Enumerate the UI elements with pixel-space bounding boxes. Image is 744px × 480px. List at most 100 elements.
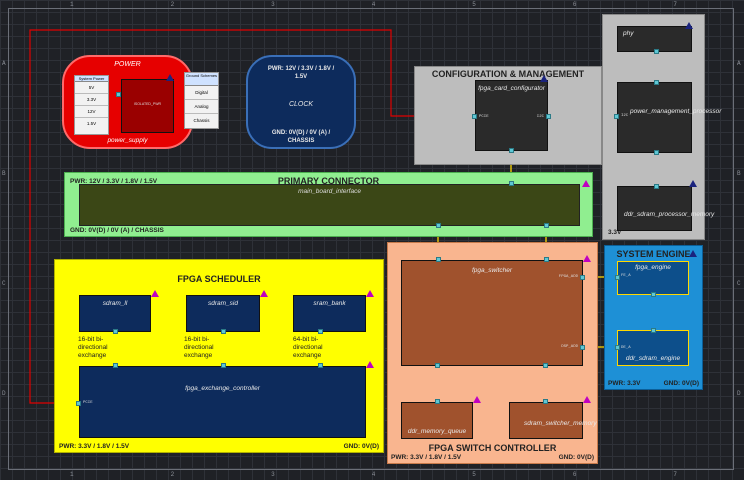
power-marker-icon xyxy=(166,74,174,81)
sram-bank[interactable]: sram_bank xyxy=(293,295,366,332)
port-config-i2c[interactable] xyxy=(546,114,551,119)
fpga-exchange-controller[interactable]: fpga_exchange_controller PCIE xyxy=(79,366,366,438)
sdram-ll-label: sdram_ll xyxy=(102,300,128,307)
engine-pin-b: DE_A xyxy=(621,346,631,350)
ddr-sdram-engine-label: ddr_sdram_engine xyxy=(625,355,681,362)
frame-tick-bottom-4: 4 xyxy=(371,471,376,478)
wire-pcie-loop xyxy=(29,29,470,404)
sram-bank-label: sram_bank xyxy=(313,300,346,307)
ddr-memory-queue-label: ddr_memory_queue xyxy=(407,428,467,435)
frame-tick-left-C: C xyxy=(2,280,6,287)
port-exch-a[interactable] xyxy=(113,363,118,368)
scheduler-pwr: PWR: 3.3V / 1.8V / 1.5V xyxy=(59,443,130,450)
clock-gnd: GND: 0V(D) / 0V (A) / CHASSIS xyxy=(271,130,331,144)
exchange-pin-pcie: PCIE xyxy=(83,401,93,405)
ddr-memory-queue[interactable]: ddr_memory_queue xyxy=(401,402,473,439)
port-exch-pcie[interactable] xyxy=(76,401,81,406)
frame-tick-top-2: 2 xyxy=(170,1,175,8)
port-power-out[interactable] xyxy=(116,92,121,97)
power-management-processor[interactable]: power_management_processor I2C xyxy=(617,82,721,153)
port-sdram-sw-top[interactable] xyxy=(543,399,548,404)
fpga-engine[interactable]: fpga_engine FE_A xyxy=(617,261,689,295)
sdram-sid[interactable]: sdram_sid xyxy=(186,295,260,332)
port-pmp-bottom[interactable] xyxy=(654,150,659,155)
sdram-ll[interactable]: sdram_ll xyxy=(79,295,151,332)
power-source-12v: 12V xyxy=(75,106,108,118)
ddr-sdram-processor-label: ddr_sdram_processor_memory xyxy=(624,211,715,218)
fpga-engine-marker-icon xyxy=(689,250,697,257)
fpga-exchange-controller-label: fpga_exchange_controller xyxy=(185,385,260,392)
config-pin-i2c: I2C xyxy=(536,115,544,119)
port-engine-internal-top[interactable] xyxy=(651,292,656,297)
power-supply-component[interactable]: ISOLATED_PWR xyxy=(121,79,174,133)
port-engine-b[interactable] xyxy=(615,345,620,350)
switch-pwr: PWR: 3.3V / 1.8V / 1.5V xyxy=(391,454,462,461)
phy-marker-icon xyxy=(685,22,693,29)
fpga-switcher-label: fpga_switcher xyxy=(471,267,513,274)
frame-tick-top-7: 7 xyxy=(673,1,678,8)
frame-tick-bottom-2: 2 xyxy=(170,471,175,478)
power-ground-analog: Analog xyxy=(185,100,218,114)
fpga-card-configurator[interactable]: fpga_card_configurator PCIE I2C xyxy=(475,80,548,151)
power-block[interactable]: POWER System Power 5V 3.3V 12V 1.5V ISOL… xyxy=(62,55,219,149)
fpga-switcher[interactable]: fpga_switcher FPGA_ADD DSP_ADD xyxy=(401,260,583,366)
port-switcher-d[interactable] xyxy=(543,363,548,368)
port-primary-top[interactable] xyxy=(509,181,514,186)
frame-tick-top-4: 4 xyxy=(371,1,376,8)
main-board-interface[interactable]: main_board_interface xyxy=(79,184,580,226)
power-source-3v3: 3.3V xyxy=(75,94,108,106)
port-ddr-proc-top[interactable] xyxy=(654,184,659,189)
clock-title: CLOCK xyxy=(288,101,314,108)
frame-tick-bottom-6: 6 xyxy=(572,471,577,478)
port-config-pcie[interactable] xyxy=(472,114,477,119)
port-switcher-b[interactable] xyxy=(544,257,549,262)
fpga-card-configurator-label: fpga_card_configurator xyxy=(478,85,545,92)
frame-tick-right-C: C xyxy=(737,280,741,287)
right-column-pwr: 3.3V xyxy=(608,229,622,236)
frame-tick-bottom-5: 5 xyxy=(472,471,476,478)
ddr-queue-marker-icon xyxy=(473,396,481,403)
port-ddrq-top[interactable] xyxy=(435,399,440,404)
primary-pwr: PWR: 12V / 3.3V / 1.8V / 1.5V xyxy=(70,178,158,185)
power-ground-table: Ground Schemes Digital Analog Chassis xyxy=(184,72,219,129)
power-supply-inner-label: ISOLATED_PWR xyxy=(133,102,162,106)
port-switcher-fpga[interactable] xyxy=(580,275,585,280)
sdram-sid-label: sdram_sid xyxy=(208,300,238,307)
engine-title: SYSTEM ENGINE xyxy=(616,249,691,259)
port-primary-b[interactable] xyxy=(544,223,549,228)
power-ground-digital: Digital xyxy=(185,86,218,100)
port-sram-bank[interactable] xyxy=(318,329,323,334)
frame-tick-bottom-1: 1 xyxy=(70,471,74,478)
engine-gnd: GND: 0V(D) xyxy=(663,380,699,387)
port-switcher-a[interactable] xyxy=(436,257,441,262)
port-pmp-top[interactable] xyxy=(654,80,659,85)
primary-title: PRIMARY CONNECTOR xyxy=(277,176,380,186)
power-sources-table: System Power 5V 3.3V 12V 1.5V xyxy=(74,75,109,135)
port-sdram-ll[interactable] xyxy=(113,329,118,334)
port-engine-a[interactable] xyxy=(615,275,620,280)
phy-label: phy xyxy=(623,30,634,37)
frame-tick-top-3: 3 xyxy=(271,1,275,8)
port-exch-b[interactable] xyxy=(221,363,226,368)
port-switcher-c[interactable] xyxy=(435,363,440,368)
port-config-bottom[interactable] xyxy=(509,148,514,153)
port-phy-bottom[interactable] xyxy=(654,49,659,54)
power-supply-label: power_supply xyxy=(107,137,148,144)
sdram-switcher-memory[interactable]: sdram_switcher_memory xyxy=(509,402,597,439)
clock-pwr: PWR: 12V / 3.3V / 1.8V / 1.5V xyxy=(267,66,335,80)
sdram-switcher-marker-icon xyxy=(583,396,591,403)
port-primary-a[interactable] xyxy=(436,223,441,228)
port-engine-internal-bottom[interactable] xyxy=(651,328,656,333)
frame-tick-top-1: 1 xyxy=(70,1,74,8)
scheduler-gnd: GND: 0V(D) xyxy=(343,443,379,450)
config-marker-icon xyxy=(540,75,548,82)
clock-block[interactable]: PWR: 12V / 3.3V / 1.8V / 1.5V CLOCK GND:… xyxy=(246,55,356,149)
port-sdram-sid[interactable] xyxy=(221,329,226,334)
frame-tick-right-A: A xyxy=(737,60,741,67)
port-exch-c[interactable] xyxy=(318,363,323,368)
port-switcher-dsp[interactable] xyxy=(580,345,585,350)
ddr-sdram-processor-memory[interactable]: ddr_sdram_processor_memory xyxy=(617,186,715,231)
port-pmp-i2c[interactable] xyxy=(614,114,619,119)
ddr-sdram-engine[interactable]: ddr_sdram_engine DE_A xyxy=(617,330,689,366)
